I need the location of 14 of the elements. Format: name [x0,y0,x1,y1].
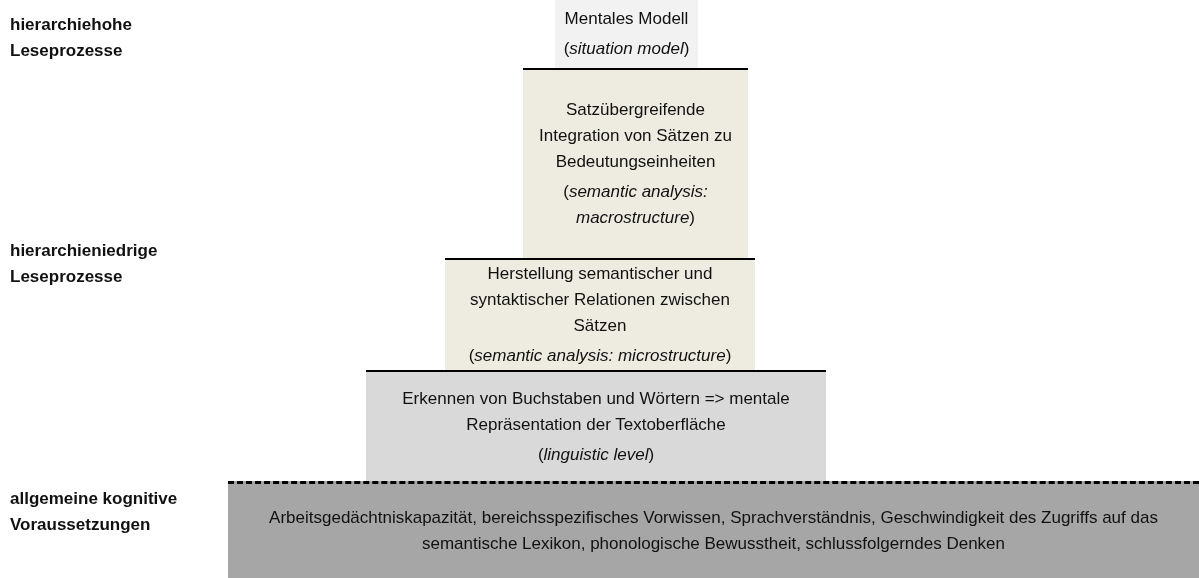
pyramid-level [445,258,755,370]
level-subtitle: (linguistic level) [537,443,655,466]
pyramid-level [366,370,826,481]
pyramid-level [228,481,1199,578]
prerequisites-text: Arbeitsgedächtniskapazität, bereichsspezifisches Vorwissen, Sprachverständnis, Geschwindigkeit des Zugriffs auf das semantische Lexikon, phonologische Bewusstheit, schlussfolgerndes Denken [268,507,1159,555]
pyramid-level [555,0,698,68]
level-title: Mentales Modell [564,8,689,30]
level-subtitle: (semantic analysis: microstructure) [468,345,732,367]
side-label: hierarchiehohe Leseprozesse [10,14,133,62]
level-subtitle: (situation model) [563,38,690,60]
pyramid-level [523,68,748,258]
side-label: allgemeine kognitive Voraussetzungen [10,488,179,536]
level-subtitle: (semantic analysis: macrostructure) [562,181,709,229]
side-label: hierarchieniedrige Leseprozesse [10,240,159,288]
